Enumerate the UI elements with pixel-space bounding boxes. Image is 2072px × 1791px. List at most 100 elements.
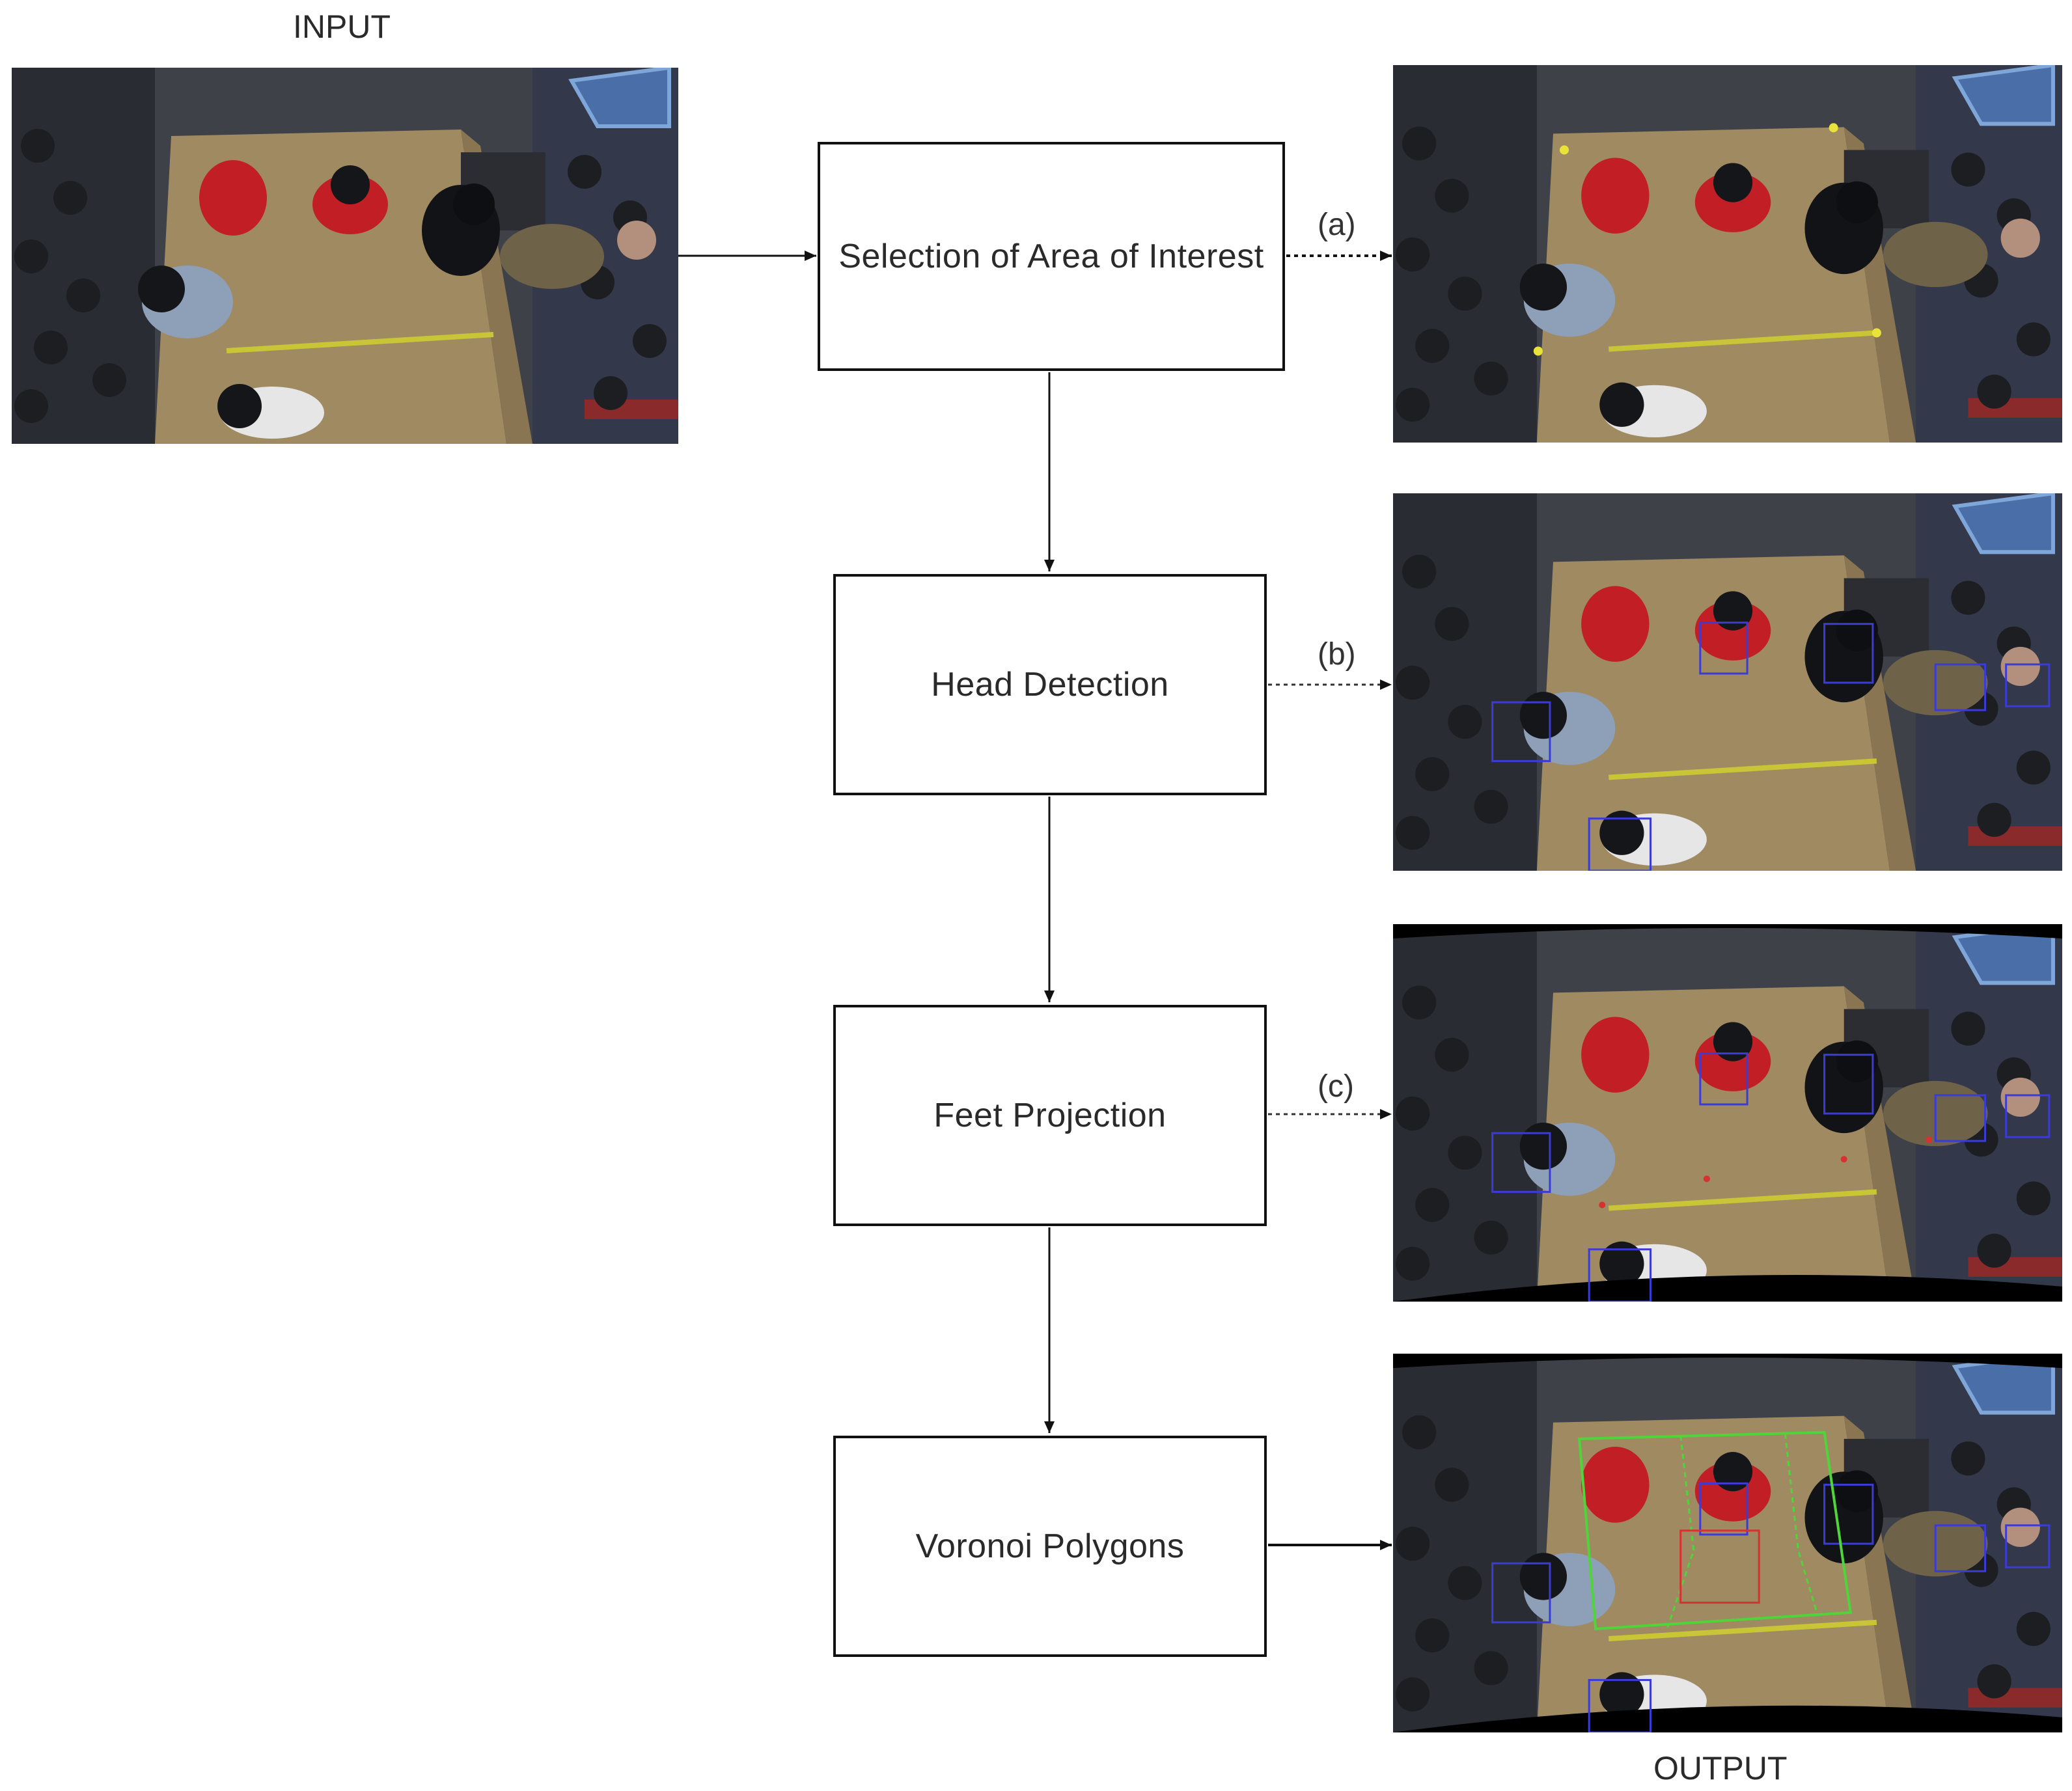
bystander-head bbox=[633, 324, 667, 358]
feet-point bbox=[1703, 1175, 1710, 1183]
scene-c bbox=[1393, 924, 2062, 1302]
output-image-final bbox=[1393, 1354, 2062, 1732]
step-box-head-detection: Head Detection bbox=[833, 574, 1267, 795]
head-bbox bbox=[1934, 1524, 1987, 1572]
warp-top bbox=[1393, 1354, 2062, 1369]
head-white bbox=[217, 384, 262, 428]
head-blue bbox=[1519, 264, 1568, 311]
scene-a bbox=[1393, 65, 2062, 443]
bystander-head bbox=[1435, 607, 1469, 641]
head-bbox bbox=[1491, 1562, 1551, 1624]
head-blue bbox=[1519, 1553, 1568, 1600]
yellow-line bbox=[1609, 330, 1877, 352]
person-red-1 bbox=[1581, 157, 1650, 234]
scene-input bbox=[12, 68, 678, 444]
voronoi-edge bbox=[1666, 1435, 1695, 1628]
tag-c: (c) bbox=[1318, 1069, 1354, 1104]
bystander-head bbox=[1977, 1233, 2011, 1268]
bystander-head bbox=[1951, 581, 1985, 615]
bystander-head bbox=[1448, 705, 1482, 739]
head-bbox bbox=[1934, 1094, 1987, 1142]
output-image-a bbox=[1393, 65, 2062, 443]
head-bald bbox=[617, 221, 656, 260]
scene-b bbox=[1393, 493, 2062, 871]
step-label-area-of-interest: Selection of Area of Interest bbox=[838, 238, 1264, 275]
head-bald bbox=[2000, 646, 2040, 687]
bystander-head bbox=[14, 389, 48, 423]
head-bbox bbox=[1823, 1483, 1874, 1545]
head-bbox bbox=[1699, 1482, 1748, 1536]
head-white bbox=[1599, 810, 1644, 855]
feet-point bbox=[1926, 1136, 1933, 1143]
yellow-line bbox=[1609, 1619, 1877, 1642]
bystander-head bbox=[1402, 985, 1437, 1020]
bystander-head bbox=[1415, 1618, 1450, 1653]
bystander-head bbox=[1448, 277, 1482, 311]
head-blue bbox=[1519, 692, 1568, 739]
bystander-head bbox=[1448, 1136, 1482, 1170]
warp-top bbox=[1393, 924, 2062, 939]
bystander-head bbox=[2016, 750, 2051, 785]
input-image bbox=[12, 68, 678, 444]
step-label-feet-projection: Feet Projection bbox=[933, 1097, 1167, 1134]
bystander-head bbox=[1415, 757, 1450, 791]
head-bald bbox=[2000, 1507, 2040, 1548]
bystander-head bbox=[1977, 374, 2011, 409]
output-image-b bbox=[1393, 493, 2062, 871]
bystander-head bbox=[21, 129, 55, 163]
bystander-head bbox=[14, 239, 48, 273]
head-red-2 bbox=[331, 165, 370, 204]
bystander-head bbox=[1474, 361, 1508, 396]
head-blue bbox=[138, 266, 185, 312]
bystander-head bbox=[92, 363, 126, 397]
head-white bbox=[1599, 382, 1644, 427]
blue-sign bbox=[1952, 493, 2055, 554]
bystander-head bbox=[2016, 322, 2051, 357]
head-bbox bbox=[1588, 1678, 1652, 1732]
head-bbox bbox=[1491, 701, 1551, 762]
blue-sign bbox=[1952, 65, 2055, 126]
area-corner-marker bbox=[1559, 145, 1569, 155]
head-bbox bbox=[1823, 623, 1874, 684]
bystander-head bbox=[1396, 815, 1430, 850]
person-red-1 bbox=[1581, 586, 1650, 662]
head-red-2 bbox=[1713, 1022, 1753, 1061]
bystander-head bbox=[1977, 1664, 2011, 1699]
voronoi-cell-highlight bbox=[1679, 1529, 1760, 1604]
bystander-head bbox=[1415, 1188, 1450, 1222]
bystander-head bbox=[2016, 1181, 2051, 1216]
head-bald bbox=[2000, 1077, 2040, 1117]
bystander-head bbox=[1402, 1415, 1437, 1450]
feet-point bbox=[1599, 1201, 1606, 1209]
warp-bottom bbox=[1393, 1274, 2062, 1302]
head-bbox bbox=[2005, 663, 2051, 707]
feet-point bbox=[1840, 1156, 1847, 1163]
step-label-head-detection: Head Detection bbox=[931, 666, 1169, 704]
voronoi-boundary bbox=[1577, 1430, 1853, 1631]
head-bbox bbox=[1823, 1054, 1874, 1115]
head-blue bbox=[1519, 1123, 1568, 1170]
person-red-1 bbox=[1581, 1446, 1650, 1523]
bystander-head bbox=[1474, 1651, 1508, 1686]
input-label: INPUT bbox=[293, 8, 391, 45]
head-bbox bbox=[2005, 1524, 2051, 1568]
bystander-head bbox=[1396, 387, 1430, 422]
step-box-area-of-interest: Selection of Area of Interest bbox=[818, 142, 1285, 371]
bystander-head bbox=[1474, 789, 1508, 824]
person-red-1 bbox=[199, 160, 267, 236]
bystander-head bbox=[1474, 1220, 1508, 1255]
bystander-head bbox=[1435, 178, 1469, 213]
step-label-voronoi-polygons: Voronoi Polygons bbox=[915, 1527, 1185, 1565]
bystander-head bbox=[1435, 1037, 1469, 1072]
yellow-line bbox=[1609, 758, 1877, 780]
bystander-head bbox=[1396, 1526, 1430, 1561]
person-brown bbox=[1883, 221, 1988, 288]
scene-d bbox=[1393, 1354, 2062, 1732]
bystander-head bbox=[594, 376, 628, 410]
head-bbox bbox=[1588, 1248, 1652, 1302]
bystander-head bbox=[1402, 554, 1437, 589]
bystander-head bbox=[1977, 802, 2011, 837]
head-black bbox=[1836, 1470, 1878, 1512]
head-white bbox=[1599, 1241, 1644, 1286]
head-bbox bbox=[1588, 817, 1652, 871]
